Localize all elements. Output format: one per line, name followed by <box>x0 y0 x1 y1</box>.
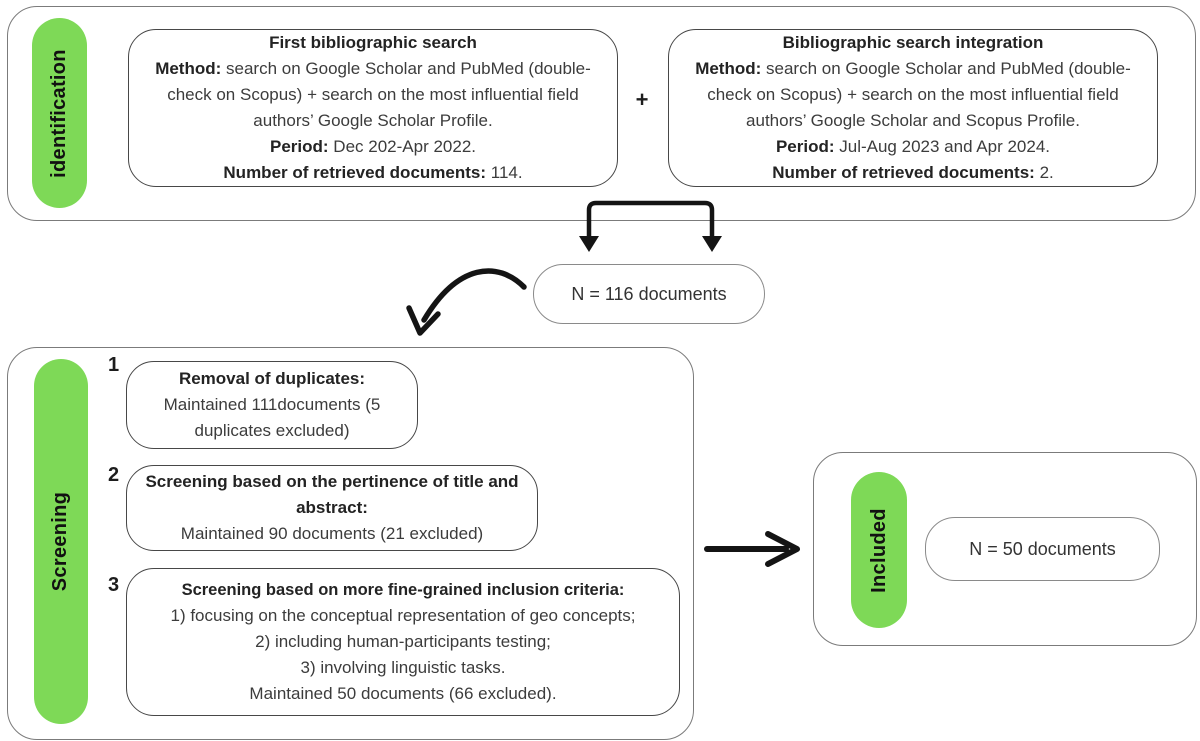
step-number-3: 3 <box>108 574 120 596</box>
plus-sign: + <box>635 87 649 112</box>
screening-step1-box: Removal of duplicates: Maintained 111doc… <box>126 361 418 449</box>
step3-result: Maintained 50 documents (66 excluded). <box>249 684 557 703</box>
first-search-method: Method: search on Google Scholar and Pub… <box>155 59 591 130</box>
first-search-title: First bibliographic search <box>269 33 477 52</box>
identification-stage-pill: identification <box>32 18 87 208</box>
integration-search-count: Number of retrieved documents: 2. <box>772 163 1054 182</box>
screening-step3-box: Screening based on more fine-grained inc… <box>126 568 680 716</box>
step-number-1: 1 <box>108 354 120 376</box>
screening-stage-label: Screening <box>49 491 72 592</box>
identification-stage-label: identification <box>48 48 70 178</box>
screening-step2-box: Screening based on the pertinence of tit… <box>126 465 538 551</box>
step3-criterion-3: 3) involving linguistic tasks. <box>300 658 506 677</box>
step3-criterion-1: 1) focusing on the conceptual representa… <box>170 606 636 625</box>
step3-title: Screening based on more fine-grained inc… <box>181 581 625 599</box>
included-stage-pill: Included <box>851 472 907 628</box>
merged-count-pill: N = 116 documents <box>533 264 765 324</box>
first-search-box: First bibliographic search Method: searc… <box>128 29 618 187</box>
first-search-period: Period: Dec 202-Apr 2022. <box>270 137 476 156</box>
included-count-label: N = 50 documents <box>969 538 1116 559</box>
curved-down-arrow <box>406 268 527 336</box>
included-stage-label: Included <box>867 507 890 593</box>
step3-criterion-2: 2) including human-participants testing; <box>255 632 551 651</box>
step1-body: Maintained 111documents (5 duplicates ex… <box>163 395 381 440</box>
merged-count-label: N = 116 documents <box>571 283 727 304</box>
step2-body: Maintained 90 documents (21 excluded) <box>180 524 484 543</box>
integration-search-title: Bibliographic search integration <box>782 33 1044 52</box>
step2-title: Screening based on the pertinence of tit… <box>145 472 519 517</box>
screening-stage-pill: Screening <box>34 359 88 724</box>
right-arrow <box>704 531 800 567</box>
included-count-pill: N = 50 documents <box>925 517 1160 581</box>
step-number-2: 2 <box>108 464 120 486</box>
first-search-count: Number of retrieved documents: 114. <box>223 163 523 182</box>
integration-search-period: Period: Jul-Aug 2023 and Apr 2024. <box>775 137 1051 156</box>
step1-title: Removal of duplicates: <box>178 369 366 388</box>
integration-search-method: Method: search on Google Scholar and Pub… <box>695 59 1131 130</box>
integration-search-box: Bibliographic search integration Method:… <box>668 29 1158 187</box>
